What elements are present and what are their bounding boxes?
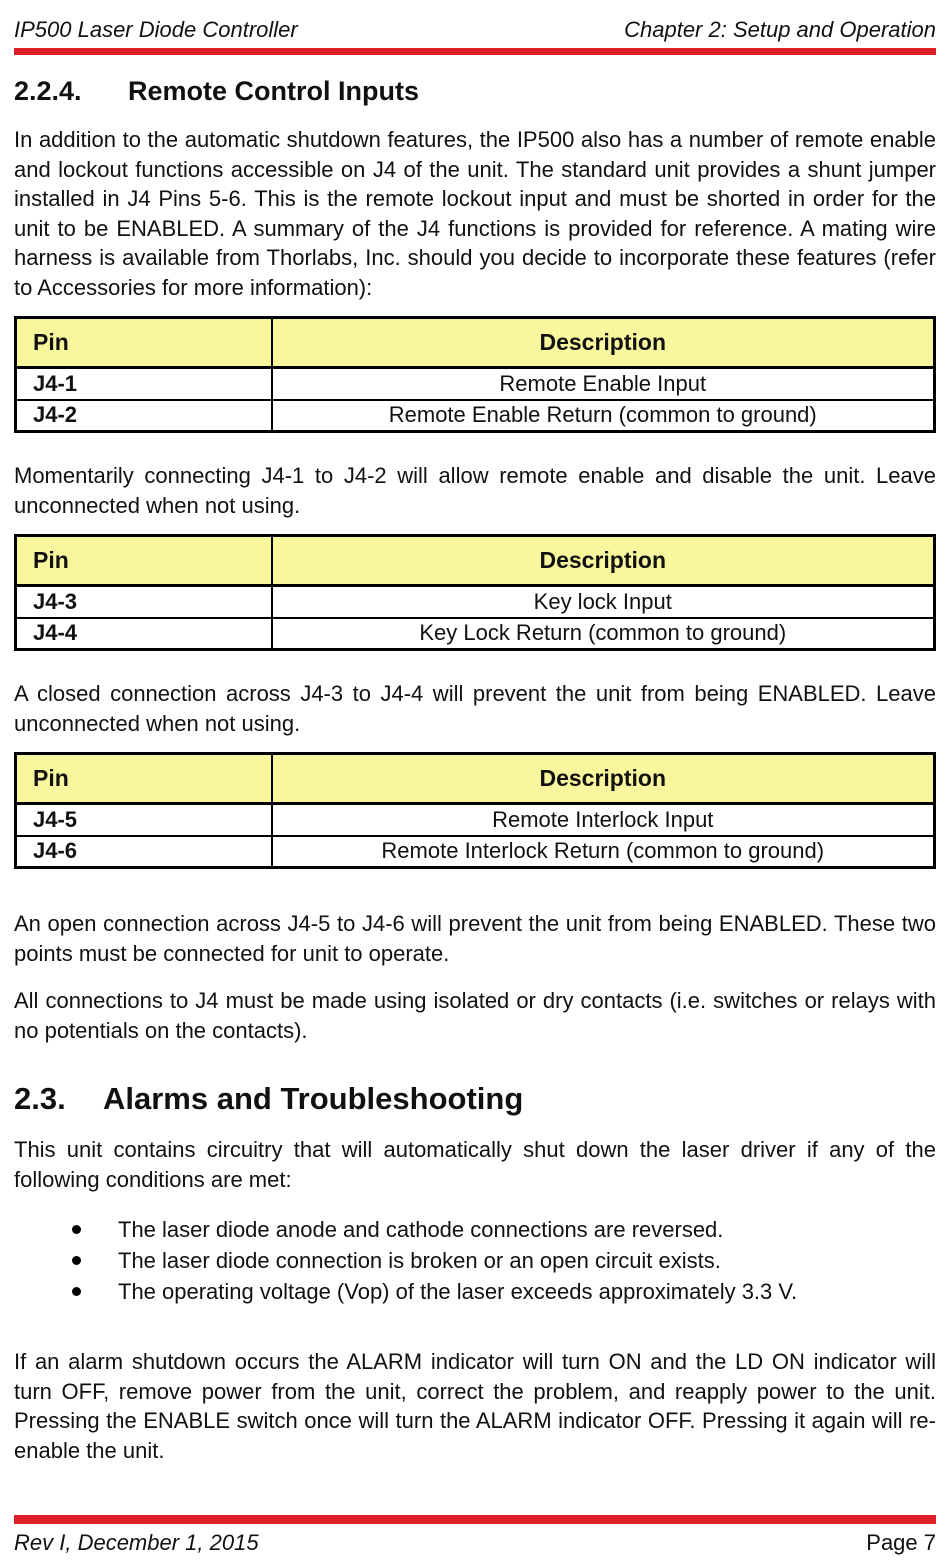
table-row-j4-2: J4-2 Remote Enable Return (common to gro… [14,398,936,433]
table-row-j4-6: J4-6 Remote Interlock Return (common to … [14,834,936,869]
bullet-icon [70,1245,118,1265]
bullet-icon [70,1276,118,1296]
section-heading-remote-control-inputs: 2.2.4. Remote Control Inputs [14,75,936,107]
pin-cell: J4-5 [14,802,273,837]
section-number: 2.2.4. [14,76,82,106]
pin-table-remote-enable: Pin Description J4-1 Remote Enable Input… [14,316,936,433]
description-cell: Remote Interlock Input [270,802,936,837]
pin-cell: J4-1 [14,366,273,401]
table-header-row: Pin Description [14,534,936,587]
table-row-j4-5: J4-5 Remote Interlock Input [14,802,936,837]
header-rule [14,48,936,55]
footer-revision: Rev I, December 1, 2015 [14,1530,259,1555]
table-header-row: Pin Description [14,752,936,805]
table-row-j4-4: J4-4 Key Lock Return (common to ground) [14,616,936,651]
pin-cell: J4-6 [14,834,273,869]
list-item: The laser diode connection is broken or … [70,1245,936,1276]
description-cell: Key Lock Return (common to ground) [270,616,936,651]
list-item-text: The operating voltage (Vop) of the laser… [118,1279,798,1304]
paragraph-after-table-2: A closed connection across J4-3 to J4-4 … [14,681,936,736]
section-heading-alarms-troubleshooting: 2.3. Alarms and Troubleshooting [14,1081,936,1117]
pin-table-remote-interlock: Pin Description J4-5 Remote Interlock In… [14,752,936,869]
page-header: IP500 Laser Diode Controller Chapter 2: … [14,16,936,44]
pin-table-key-lock: Pin Description J4-3 Key lock Input J4-4… [14,534,936,651]
footer-page-number: Page 7 [866,1530,936,1555]
table-row-j4-1: J4-1 Remote Enable Input [14,366,936,401]
table-row-j4-3: J4-3 Key lock Input [14,584,936,619]
pin-cell: J4-2 [14,398,273,433]
column-header-pin: Pin [14,534,273,587]
table-header-row: Pin Description [14,316,936,369]
page-footer: Rev I, December 1, 2015 Page 7 [14,1515,936,1558]
list-item: The laser diode anode and cathode connec… [70,1214,936,1245]
header-document-title: IP500 Laser Diode Controller [14,17,298,42]
column-header-description: Description [270,534,936,587]
description-cell: Remote Enable Return (common to ground) [270,398,936,433]
paragraph-dry-contacts: All connections to J4 must be made using… [14,988,936,1043]
section-title: Remote Control Inputs [128,76,419,106]
paragraph-alarm-shutdown: If an alarm shutdown occurs the ALARM in… [14,1349,936,1463]
list-item: The operating voltage (Vop) of the laser… [70,1276,936,1307]
paragraph-alarms-intro: This unit contains circuitry that will a… [14,1137,936,1192]
paragraph-remote-intro: In addition to the automatic shutdown fe… [14,127,936,300]
bullet-icon [70,1214,118,1234]
alarm-conditions-list: The laser diode anode and cathode connec… [14,1214,936,1307]
description-cell: Remote Interlock Return (common to groun… [270,834,936,869]
section-number: 2.3. [14,1081,66,1116]
pin-cell: J4-3 [14,584,273,619]
column-header-pin: Pin [14,316,273,369]
pin-cell: J4-4 [14,616,273,651]
paragraph-open-connection: An open connection across J4-5 to J4-6 w… [14,911,936,966]
column-header-description: Description [270,316,936,369]
list-item-text: The laser diode connection is broken or … [118,1248,721,1273]
list-item-text: The laser diode anode and cathode connec… [118,1217,724,1242]
paragraph-after-table-1: Momentarily connecting J4-1 to J4-2 will… [14,463,936,518]
description-cell: Remote Enable Input [270,366,936,401]
section-title: Alarms and Troubleshooting [103,1081,524,1116]
column-header-pin: Pin [14,752,273,805]
column-header-description: Description [270,752,936,805]
description-cell: Key lock Input [270,584,936,619]
footer-rule [14,1515,936,1524]
header-chapter-title: Chapter 2: Setup and Operation [624,17,936,42]
